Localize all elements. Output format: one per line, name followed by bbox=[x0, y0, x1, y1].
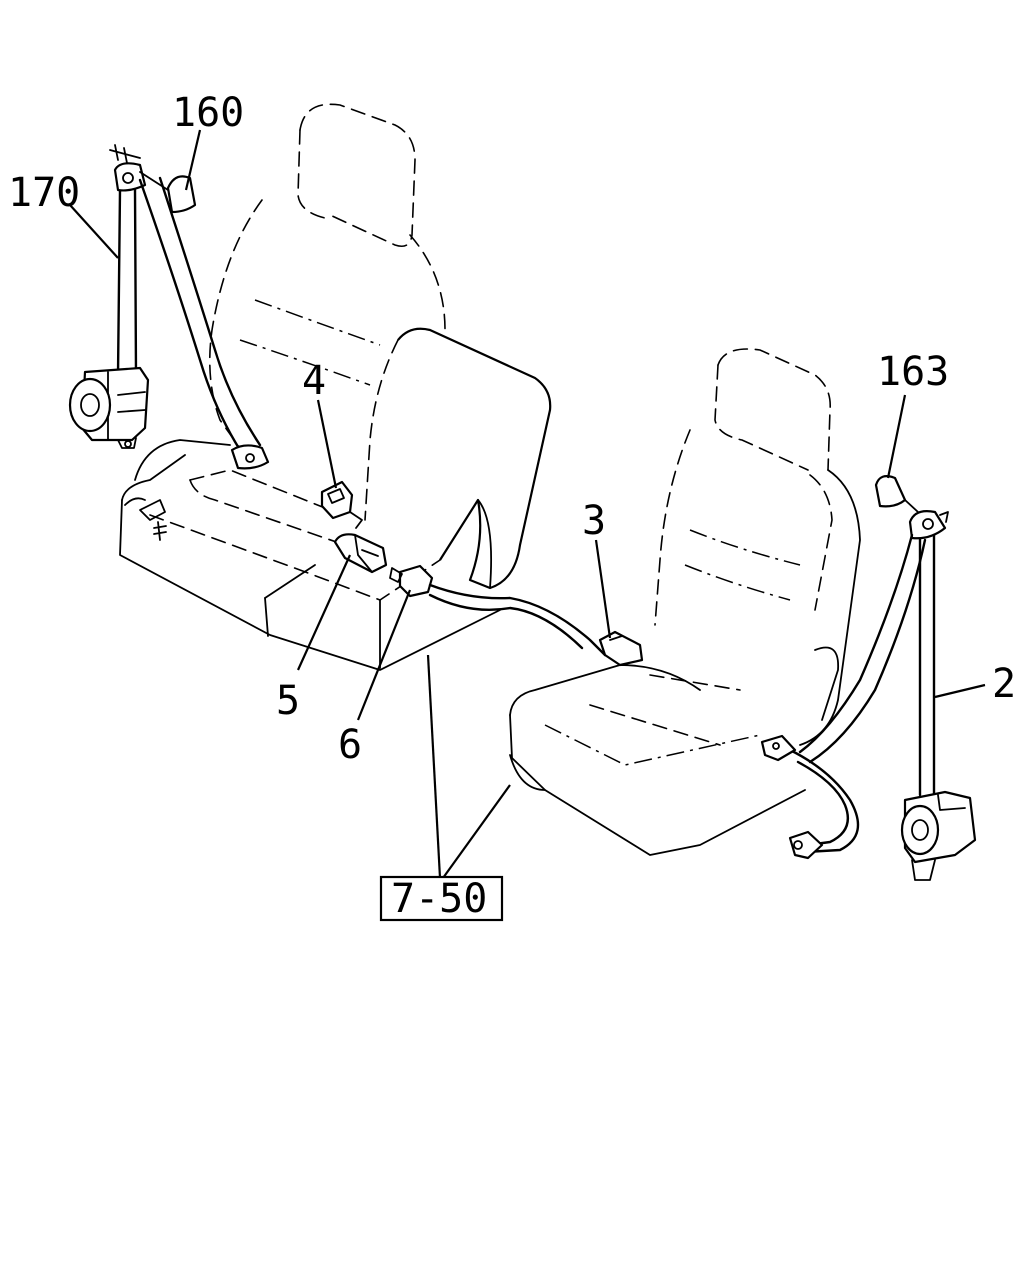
left-anchor-hardware bbox=[124, 497, 167, 541]
label-4: 4 bbox=[302, 358, 326, 404]
right-seat bbox=[509, 348, 861, 856]
label-3: 3 bbox=[582, 498, 606, 544]
left-seat bbox=[119, 103, 552, 671]
label-2: 2 bbox=[992, 661, 1016, 707]
center-buckles bbox=[320, 480, 644, 667]
leader-lines bbox=[69, 129, 986, 879]
right-retractor-belt bbox=[760, 475, 977, 881]
label-160: 160 bbox=[172, 90, 244, 136]
label-5: 5 bbox=[276, 678, 300, 724]
label-163: 163 bbox=[877, 349, 949, 395]
label-6: 6 bbox=[338, 722, 362, 768]
ref-label-7-50[interactable]: 7-50 bbox=[391, 876, 487, 922]
left-retractor-belt bbox=[68, 144, 270, 470]
ref-box[interactable] bbox=[379, 875, 504, 922]
label-170: 170 bbox=[8, 170, 80, 216]
